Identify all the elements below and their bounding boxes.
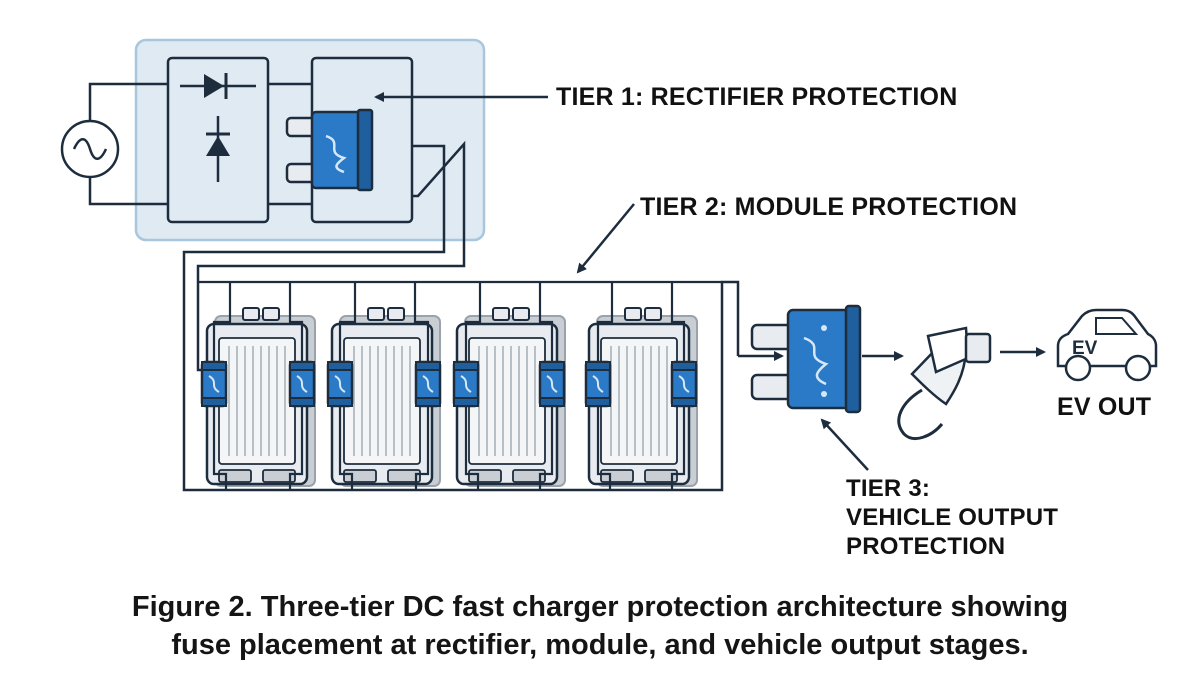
fuse-icon — [288, 360, 316, 408]
fuse-icon — [750, 304, 862, 414]
fuse-icon — [200, 360, 228, 408]
tier3-label: TIER 3: VEHICLE OUTPUT PROTECTION — [846, 474, 1058, 561]
tier2-arrow — [576, 203, 635, 274]
module-bus-wiring — [198, 280, 722, 310]
ev-badge: EV — [1072, 338, 1098, 359]
charging-connector-icon — [897, 326, 992, 440]
tier1-label: TIER 1: RECTIFIER PROTECTION — [556, 83, 958, 111]
tier3-arrow — [820, 418, 869, 471]
ac-input-wiring — [88, 82, 168, 206]
module-fuse-wiring — [212, 310, 686, 490]
caption-line: Figure 2. Three-tier DC fast charger pro… — [131, 591, 1069, 623]
ac-source-icon — [60, 119, 120, 179]
fuse-icon — [452, 360, 480, 408]
dc-bus-wiring — [182, 140, 784, 492]
fuse-icon — [670, 360, 698, 408]
tier3-label-line: VEHICLE OUTPUT — [846, 504, 1059, 531]
ev-out-label: EV OUT — [1057, 393, 1152, 421]
rectifier-link-wiring — [268, 82, 312, 206]
fuse-icon — [414, 360, 442, 408]
tier3-label-line: TIER 3: — [846, 475, 931, 502]
fuse-icon — [584, 360, 612, 408]
fuse-icon — [538, 360, 566, 408]
diode-icon — [180, 73, 256, 99]
tier2-label: TIER 2: MODULE PROTECTION — [640, 193, 1018, 221]
fuse-icon — [285, 108, 374, 192]
diode-icon — [206, 116, 230, 182]
fuse-icon — [326, 360, 354, 408]
car-icon: EV — [1056, 308, 1158, 382]
figure-caption: Figure 2. Three-tier DC fast charger pro… — [0, 588, 1200, 664]
caption-line: fuse placement at rectifier, module, and… — [171, 629, 1029, 661]
tier3-label-line: PROTECTION — [846, 533, 1006, 560]
